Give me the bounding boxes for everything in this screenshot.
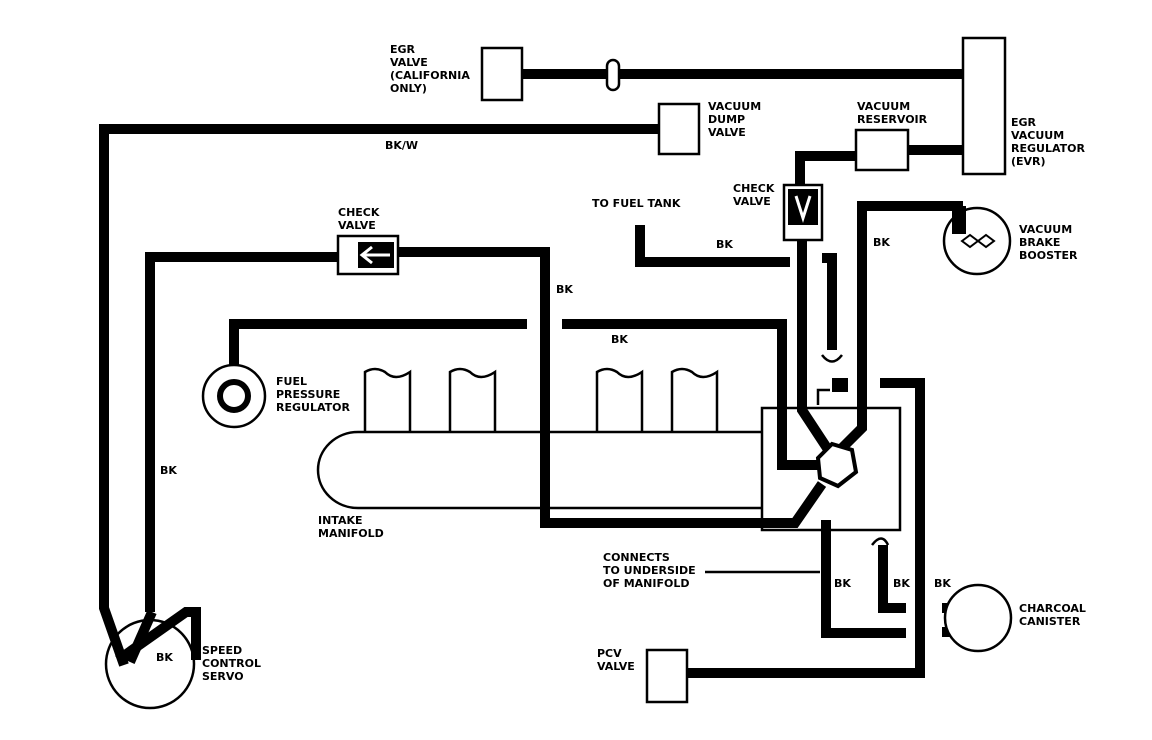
label-pcv-valve: PCV VALVE [597, 647, 635, 673]
vacuum-reservoir: VACUUM RESERVOIR [854, 100, 928, 172]
check-valve-left: CHECK VALVE [336, 206, 400, 276]
hose-check-valve-to-spacer [797, 238, 832, 451]
label-bk-servo: BK [156, 651, 173, 664]
label-bk-lower-1: BK [834, 577, 851, 590]
label-egr-vacuum-regulator: EGR VACUUM REGULATOR (EVR) [1011, 116, 1089, 168]
hose-bk-lower-2 [878, 545, 906, 613]
label-bkw: BK/W [385, 139, 418, 152]
label-vacuum-dump-valve: VACUUM DUMP VALVE [708, 100, 765, 139]
hose-fuel-tank [635, 225, 790, 267]
label-vacuum-reservoir: VACUUM RESERVOIR [857, 100, 928, 126]
label-vacuum-brake-booster: VACUUM BRAKE BOOSTER [1019, 223, 1078, 262]
label-bk-lower-2: BK [893, 577, 910, 590]
label-bk-center-vertical: BK [556, 283, 573, 296]
egr-vacuum-regulator: EGR VACUUM REGULATOR (EVR) [961, 36, 1089, 176]
label-connects-note: CONNECTS TO UNDERSIDE OF MANIFOLD [603, 551, 699, 590]
hose-bk-lower-3 [688, 378, 925, 678]
inline-restrictor [605, 58, 621, 92]
pcv-valve: PCV VALVE [597, 647, 689, 704]
label-bk-booster: BK [873, 236, 890, 249]
hose-bkw-dump-valve-to-servo [99, 124, 662, 667]
vacuum-tree-fitting [815, 441, 859, 489]
label-bk-fuel-tank: BK [716, 238, 733, 251]
intake-manifold: INTAKE MANIFOLD [316, 354, 902, 546]
label-bk-left-vertical: BK [160, 464, 177, 477]
label-fuel-pressure-regulator: FUEL PRESSURE REGULATOR [276, 375, 350, 414]
label-check-valve-left: CHECK VALVE [338, 206, 383, 232]
label-charcoal-canister: CHARCOAL CANISTER [1019, 602, 1090, 628]
hose-check-valve-to-manifold [398, 247, 827, 528]
vacuum-dump-valve: VACUUM DUMP VALVE [657, 100, 765, 156]
vacuum-brake-booster: VACUUM BRAKE BOOSTER [942, 206, 1078, 276]
hose-manifold-top-bk [562, 319, 818, 470]
label-intake-manifold: INTAKE MANIFOLD [318, 514, 384, 540]
speed-control-servo: SPEED CONTROL SERVO [104, 618, 265, 710]
hose-servo-a [115, 607, 201, 665]
hose-small-s-top [822, 253, 837, 350]
hose-bk-lower-1 [821, 520, 906, 638]
label-bk-lower-3: BK [934, 577, 951, 590]
hose-reservoir-to-check-valve [795, 151, 858, 185]
check-valve-right: CHECK VALVE [733, 182, 824, 242]
label-speed-control-servo: SPEED CONTROL SERVO [202, 644, 265, 683]
hose-color-labels: BK/W BK BK BK BK BK BK BK BK BK [156, 139, 951, 664]
charcoal-canister: CHARCOAL CANISTER [943, 583, 1090, 653]
label-to-fuel-tank: TO FUEL TANK [592, 197, 681, 210]
egr-valve: EGR VALVE (CALIFORNIA ONLY) [390, 43, 621, 102]
hose-left-check-valve [145, 252, 340, 612]
label-bk-manifold-top: BK [611, 333, 628, 346]
label-egr-valve: EGR VALVE (CALIFORNIA ONLY) [390, 43, 474, 95]
fuel-pressure-regulator: FUEL PRESSURE REGULATOR [201, 363, 350, 429]
label-check-valve-right: CHECK VALVE [733, 182, 778, 208]
connects-note: CONNECTS TO UNDERSIDE OF MANIFOLD [603, 551, 820, 590]
